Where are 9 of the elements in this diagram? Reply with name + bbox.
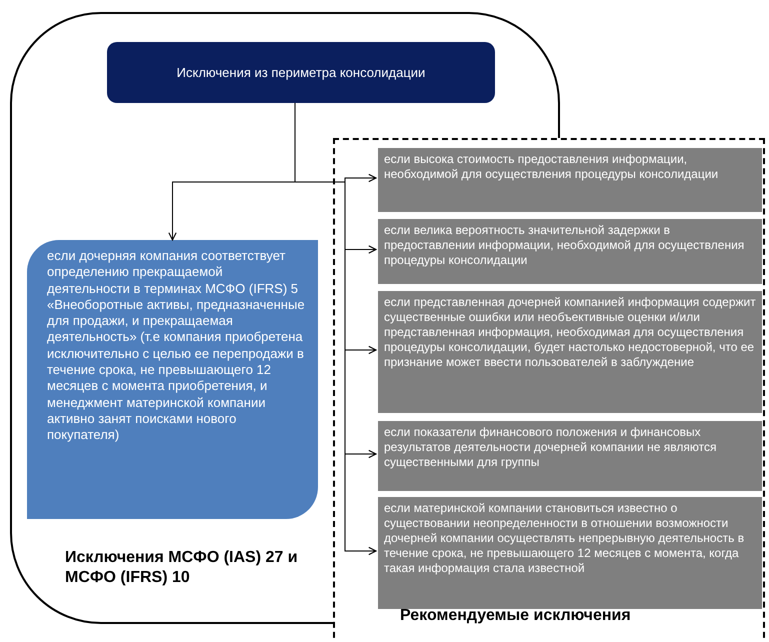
process-box: если показатели финансового положения и финансовых результатов деятельности дочерней компании не являются существенными для группы — [378, 421, 762, 491]
process-box: Исключения из периметра консолидации — [107, 42, 495, 103]
process-box: если велика вероятность значительной задержки в предоставлении информации, необходимой для осуществления процедуры консолидации — [378, 219, 762, 284]
process-box: если материнской компании становиться известно о существовании неопределенности в отношении возможности дочерней компании осуществлять непрерывную деятельность в течение срока, не превышающего 12 месяцев с момента, когда такая информация стала известной — [378, 497, 762, 609]
process-box: если представленная дочерней компанией информация содержит существенные ошибки или необъективные оценки и/или представленная информация, необходимая для осуществления процедуры консолидации, будет настолько недостоверной, что ее признание может ввести пользователей в заблуждение — [378, 291, 762, 413]
group-heading: Исключения МСФО (IAS) 27 и МСФО (IFRS) 10 — [65, 548, 299, 588]
group-heading: Рекомендуемые исключения — [400, 606, 632, 626]
process-box: если высока стоимость предоставления информации, необходимой для осуществления процедуры консолидации — [378, 148, 762, 212]
process-box: если дочерняя компания соответствует определению прекращаемой деятельности в терминах МСФО (IFRS) 5 «Внеоборотные активы, предназначенные для продажи, и прекращаемая деятельность» (т.е компания приобретена исключительно с целью ее перепродажи в течение срока, не превышающего 12 месяцев с момента приобретения, и менеджмент материнской компании активно занят поисками нового покупателя) — [27, 240, 318, 519]
